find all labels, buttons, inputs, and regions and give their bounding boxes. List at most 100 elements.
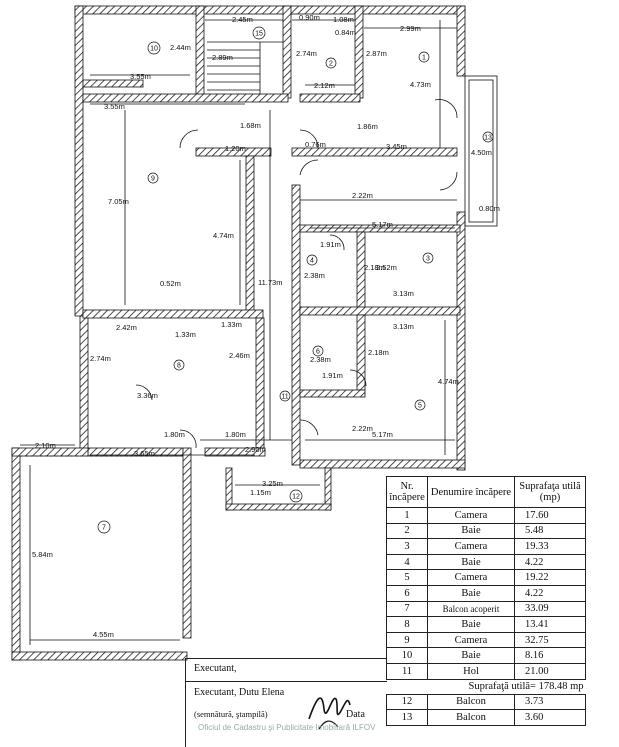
cell-name: Camera xyxy=(427,631,515,649)
cell-nr: 13 xyxy=(386,709,428,726)
dimension-label: 4.50m xyxy=(471,148,492,157)
dimension-label: 3.65m xyxy=(134,449,155,458)
room-number: 8 xyxy=(177,363,181,370)
cell-nr: 10 xyxy=(386,647,428,664)
cell-name: Hol xyxy=(427,662,515,680)
dimension-label: 2.42m xyxy=(116,323,137,332)
room-number-circle xyxy=(422,252,434,264)
cell-area: 3.73 xyxy=(514,693,586,711)
dimension-label: 7.05m xyxy=(108,197,129,206)
room-number: 9 xyxy=(151,176,155,183)
dimension-label: 1.33m xyxy=(221,320,242,329)
dimension-label: 2.74m xyxy=(90,354,111,363)
cell-area: 4.22 xyxy=(514,553,586,571)
total-area: Suprafaţă utilă= 178.48 mp xyxy=(468,681,584,693)
dimension-label: 2.38m xyxy=(310,355,331,364)
table-header-row: Nr. încăpere Denumire încăpere Suprafaţa… xyxy=(386,476,586,508)
dimension-label: 0.84m xyxy=(335,28,356,37)
header-area: Suprafaţa utilă (mp) xyxy=(514,476,586,508)
dimension-label: 1.33m xyxy=(175,330,196,339)
rooms-table: Nr. încăpere Denumire încăpere Suprafaţa… xyxy=(386,476,586,726)
cell-area: 13.41 xyxy=(514,616,586,633)
dimension-label: 3.13m xyxy=(393,289,414,298)
room-number-circle xyxy=(414,399,426,411)
cell-name: Baie xyxy=(427,616,515,633)
dimension-label: 1.91m xyxy=(322,371,343,380)
cell-area: 5.48 xyxy=(514,522,586,540)
cell-nr: 3 xyxy=(386,538,428,555)
room-number-circle xyxy=(289,489,303,503)
dimension-label: 1.15m xyxy=(250,488,271,497)
cell-name: Balcon acoperit xyxy=(427,600,515,618)
dimension-label: 3.25m xyxy=(262,479,283,488)
room-number-circle xyxy=(418,51,430,63)
room-number: 6 xyxy=(316,349,320,356)
dimension-label: 5.17m xyxy=(372,430,393,439)
cell-nr: 8 xyxy=(386,616,428,633)
dimension-label: 1.91m xyxy=(320,240,341,249)
dimension-label: 2.18m xyxy=(368,348,389,357)
cell-nr: 4 xyxy=(386,553,428,571)
signature-block: Executant, Executant, Dutu Elena (semnăt… xyxy=(185,658,387,747)
room-number-circle xyxy=(306,254,318,266)
cell-area: 3.60 xyxy=(514,709,586,726)
stamp-text: Oficiul de Cadastru şi Publicitate Imobi… xyxy=(198,723,376,732)
dimension-label: 2.18m xyxy=(364,263,385,272)
room-number-circle xyxy=(312,345,324,357)
dimension-label: 4.74m xyxy=(213,231,234,240)
dimension-label: 1.80m xyxy=(164,430,185,439)
dimension-label: 2.22m xyxy=(352,191,373,200)
cell-nr: 11 xyxy=(386,662,428,680)
dimension-label: 2.22m xyxy=(352,424,373,433)
dimension-label: 2.45m xyxy=(232,15,253,24)
cell-area: 4.22 xyxy=(514,584,586,602)
room-number: 7 xyxy=(102,525,106,532)
dimension-label: 11.73m xyxy=(258,278,282,287)
signature-label: (semnătură, ştampilă) xyxy=(194,709,268,719)
cell-nr: 5 xyxy=(386,569,428,586)
cell-name: Camera xyxy=(427,507,515,524)
cell-name: Baie xyxy=(427,647,515,664)
room-number: 12 xyxy=(292,494,300,501)
cell-area: 32.75 xyxy=(514,631,586,649)
cell-area: 33.09 xyxy=(514,600,586,618)
dimension-label: 1.08m xyxy=(333,15,354,24)
dimension-label: 4.55m xyxy=(93,630,114,639)
dimension-label: 2.12m xyxy=(314,81,335,90)
cell-nr: 7 xyxy=(386,600,428,618)
dimension-label: 2.74m xyxy=(296,49,317,58)
header-nr: Nr. încăpere xyxy=(386,476,428,508)
dimension-label: 1.20m xyxy=(225,144,246,153)
room-number-circle xyxy=(147,172,159,184)
dimension-label: 0.76m xyxy=(305,140,326,149)
dimension-label: 3.36m xyxy=(137,391,158,400)
dimension-label: 5.84m xyxy=(32,550,53,559)
room-number-circle xyxy=(482,131,494,143)
cell-name: Baie xyxy=(427,584,515,602)
dimension-label: 2.99m xyxy=(400,24,421,33)
dimension-label: 3.45m xyxy=(386,142,407,151)
cell-name: Camera xyxy=(427,569,515,586)
dimension-label: 1.86m xyxy=(357,122,378,131)
room-number: 15 xyxy=(255,31,263,38)
dimension-label: 0.52m xyxy=(160,279,181,288)
cell-area: 19.33 xyxy=(514,538,586,555)
room-number-circle xyxy=(325,57,337,69)
dimension-label: 3.55m xyxy=(130,72,151,81)
staircase xyxy=(207,41,283,94)
room-number-circle xyxy=(147,41,161,55)
room-number-circle xyxy=(252,26,266,40)
room-number-circle xyxy=(279,390,291,402)
cell-area: 21.00 xyxy=(514,662,586,680)
header-name: Denumire încăpere xyxy=(427,476,515,508)
